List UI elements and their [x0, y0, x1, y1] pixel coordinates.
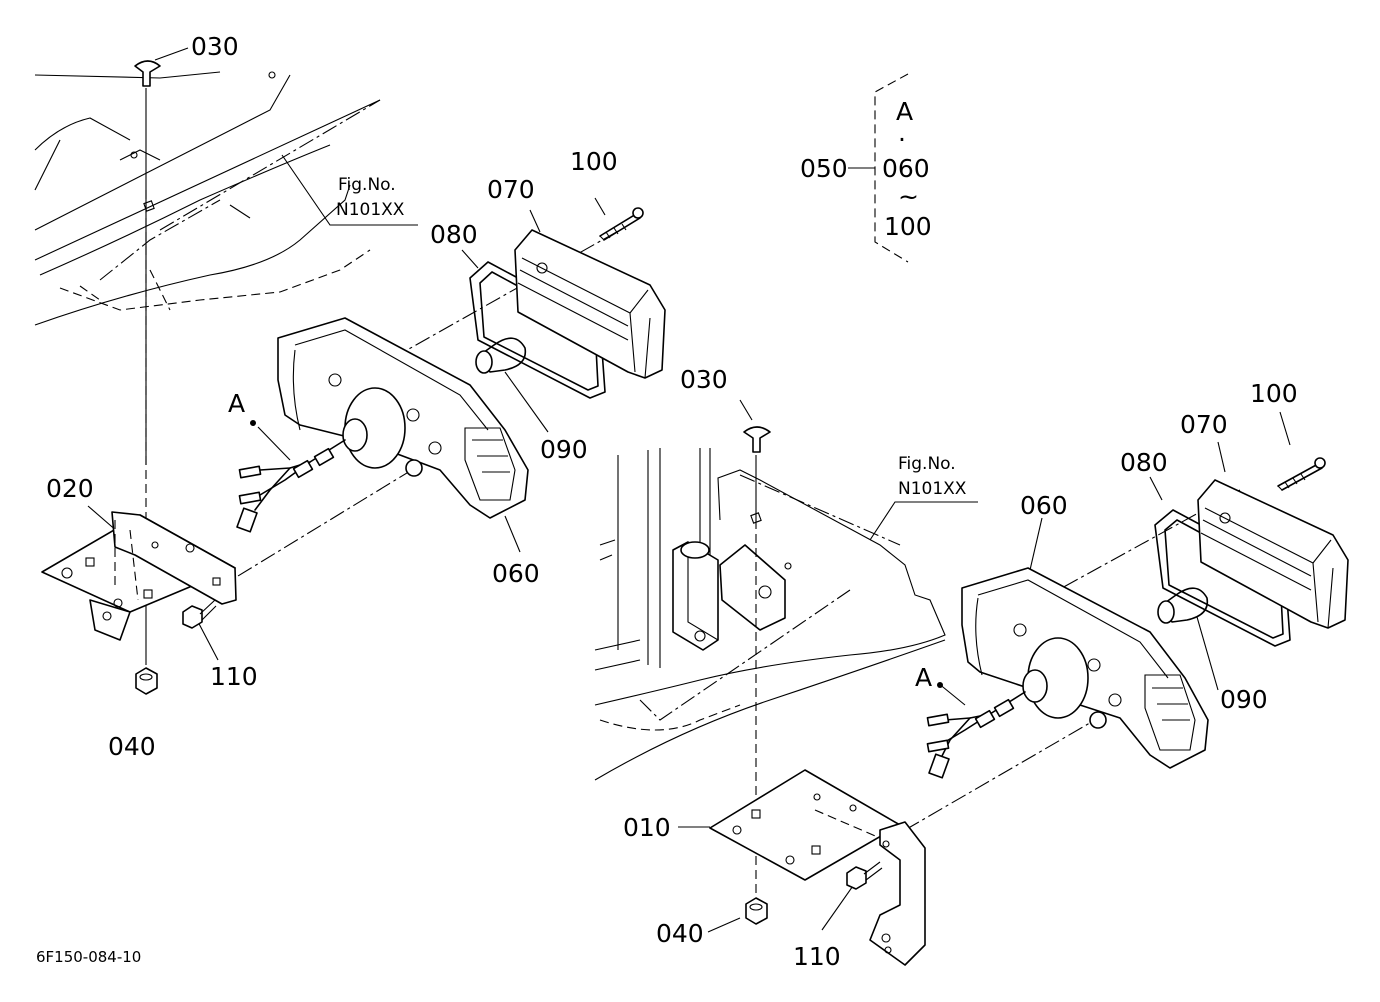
label-right-070: 070 [1180, 410, 1228, 439]
label-left-090: 090 [540, 435, 588, 464]
label-left-fig: Fig.No. [338, 175, 396, 195]
drawing-code: 6F150-084-10 [36, 948, 141, 966]
label-right-040: 040 [656, 919, 704, 948]
left-bracket-020 [41, 511, 237, 641]
label-right-100: 100 [1250, 379, 1298, 408]
left-lamp-assembly: 030 Fig.No. N101XX 070 100 080 A 090 020… [34, 32, 666, 761]
label-left-080: 080 [430, 220, 478, 249]
label-left-110: 110 [210, 662, 258, 691]
label-left-A: A [228, 389, 245, 418]
label-right-110: 110 [793, 942, 841, 971]
label-left-020: 020 [46, 474, 94, 503]
label-right-010: 010 [623, 813, 671, 842]
right-fender-pillar [594, 448, 946, 781]
right-nut-040 [745, 897, 768, 925]
label-left-040: 040 [108, 732, 156, 761]
left-wire-harness [236, 439, 346, 533]
label-right-A: A [915, 663, 932, 692]
label-left-fig-no: N101XX [336, 200, 405, 220]
kit-label-060: 060 [882, 154, 930, 183]
right-screw-110 [846, 861, 883, 890]
kit-label-tilde: ~ [898, 182, 919, 211]
label-right-030: 030 [680, 365, 728, 394]
right-lens-cover-070 [1197, 479, 1349, 629]
kit-label-dot: · [898, 125, 906, 154]
label-right-fig-no: N101XX [898, 479, 967, 499]
right-lamp-housing-060 [961, 567, 1209, 769]
left-lens-cover-070 [514, 229, 666, 379]
label-left-100: 100 [570, 147, 618, 176]
label-right-fig: Fig.No. [898, 454, 956, 474]
label-right-080: 080 [1120, 448, 1168, 477]
kit-label-100: 100 [884, 212, 932, 241]
right-gasket-080 [1154, 509, 1291, 647]
label-left-070: 070 [487, 175, 535, 204]
right-wire-harness [926, 691, 1026, 779]
label-right-060: 060 [1020, 491, 1068, 520]
left-screw-110 [182, 599, 217, 629]
left-bulb-090 [475, 337, 527, 374]
kit-label-050: 050 [800, 154, 848, 183]
left-screw-100 [599, 207, 644, 241]
right-lamp-assembly: 030 100 070 Fig.No. N101XX 080 060 A 090… [594, 365, 1349, 971]
left-lamp-housing-060 [277, 317, 529, 519]
left-nut-040 [135, 667, 158, 695]
kit-bracket-note: A · 050 060 ~ 100 [800, 73, 932, 263]
label-left-030: 030 [191, 32, 239, 61]
label-right-090: 090 [1220, 685, 1268, 714]
label-left-060: 060 [492, 559, 540, 588]
right-bulb-090 [1157, 587, 1209, 624]
right-screw-100 [1277, 457, 1326, 491]
kit-label-A: A [896, 97, 913, 126]
left-fender-body [34, 71, 381, 326]
left-gasket-080 [469, 261, 606, 399]
right-bracket-010 [709, 769, 926, 966]
